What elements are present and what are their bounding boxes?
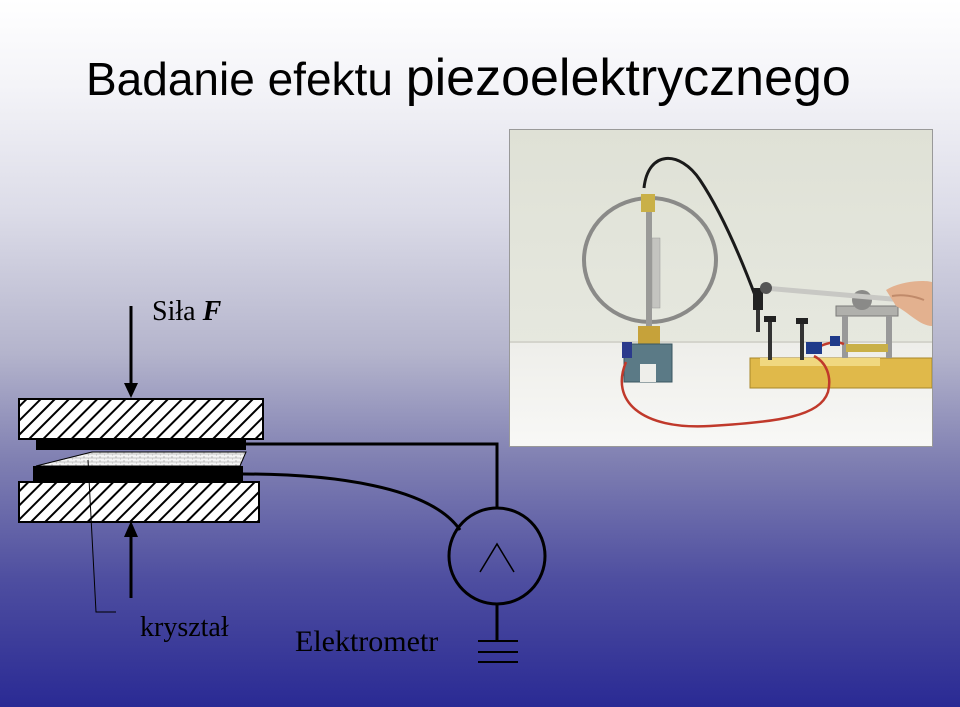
crystal-label: kryształ xyxy=(140,612,229,643)
experiment-photo xyxy=(509,129,933,447)
wire-upper xyxy=(246,442,499,507)
force-label: Siła F xyxy=(152,296,221,328)
electrometer-symbol xyxy=(447,506,547,606)
upper-pressure-plate xyxy=(18,398,264,440)
crystal-leader-line xyxy=(87,459,116,613)
ground-symbol xyxy=(478,604,518,663)
upper-electrode xyxy=(36,439,246,450)
force-arrow-down xyxy=(124,306,138,398)
slide-title: Badanie efektu piezoelektrycznego xyxy=(86,49,851,107)
red-cable xyxy=(620,354,831,428)
black-cable xyxy=(642,156,758,299)
title-part-1: Badanie efektu xyxy=(86,53,393,105)
lower-pressure-plate xyxy=(18,481,260,523)
crystal xyxy=(35,451,247,467)
lower-electrode xyxy=(33,466,243,481)
experiment-photo-drawing xyxy=(510,130,932,446)
force-label-text: Siła xyxy=(152,296,196,327)
electrometer-label: Elektrometr xyxy=(295,625,439,658)
force-arrow-up xyxy=(124,521,138,598)
title-part-2: piezoelektrycznego xyxy=(405,49,851,107)
force-symbol: F xyxy=(202,296,222,327)
wire-lower xyxy=(242,472,462,531)
